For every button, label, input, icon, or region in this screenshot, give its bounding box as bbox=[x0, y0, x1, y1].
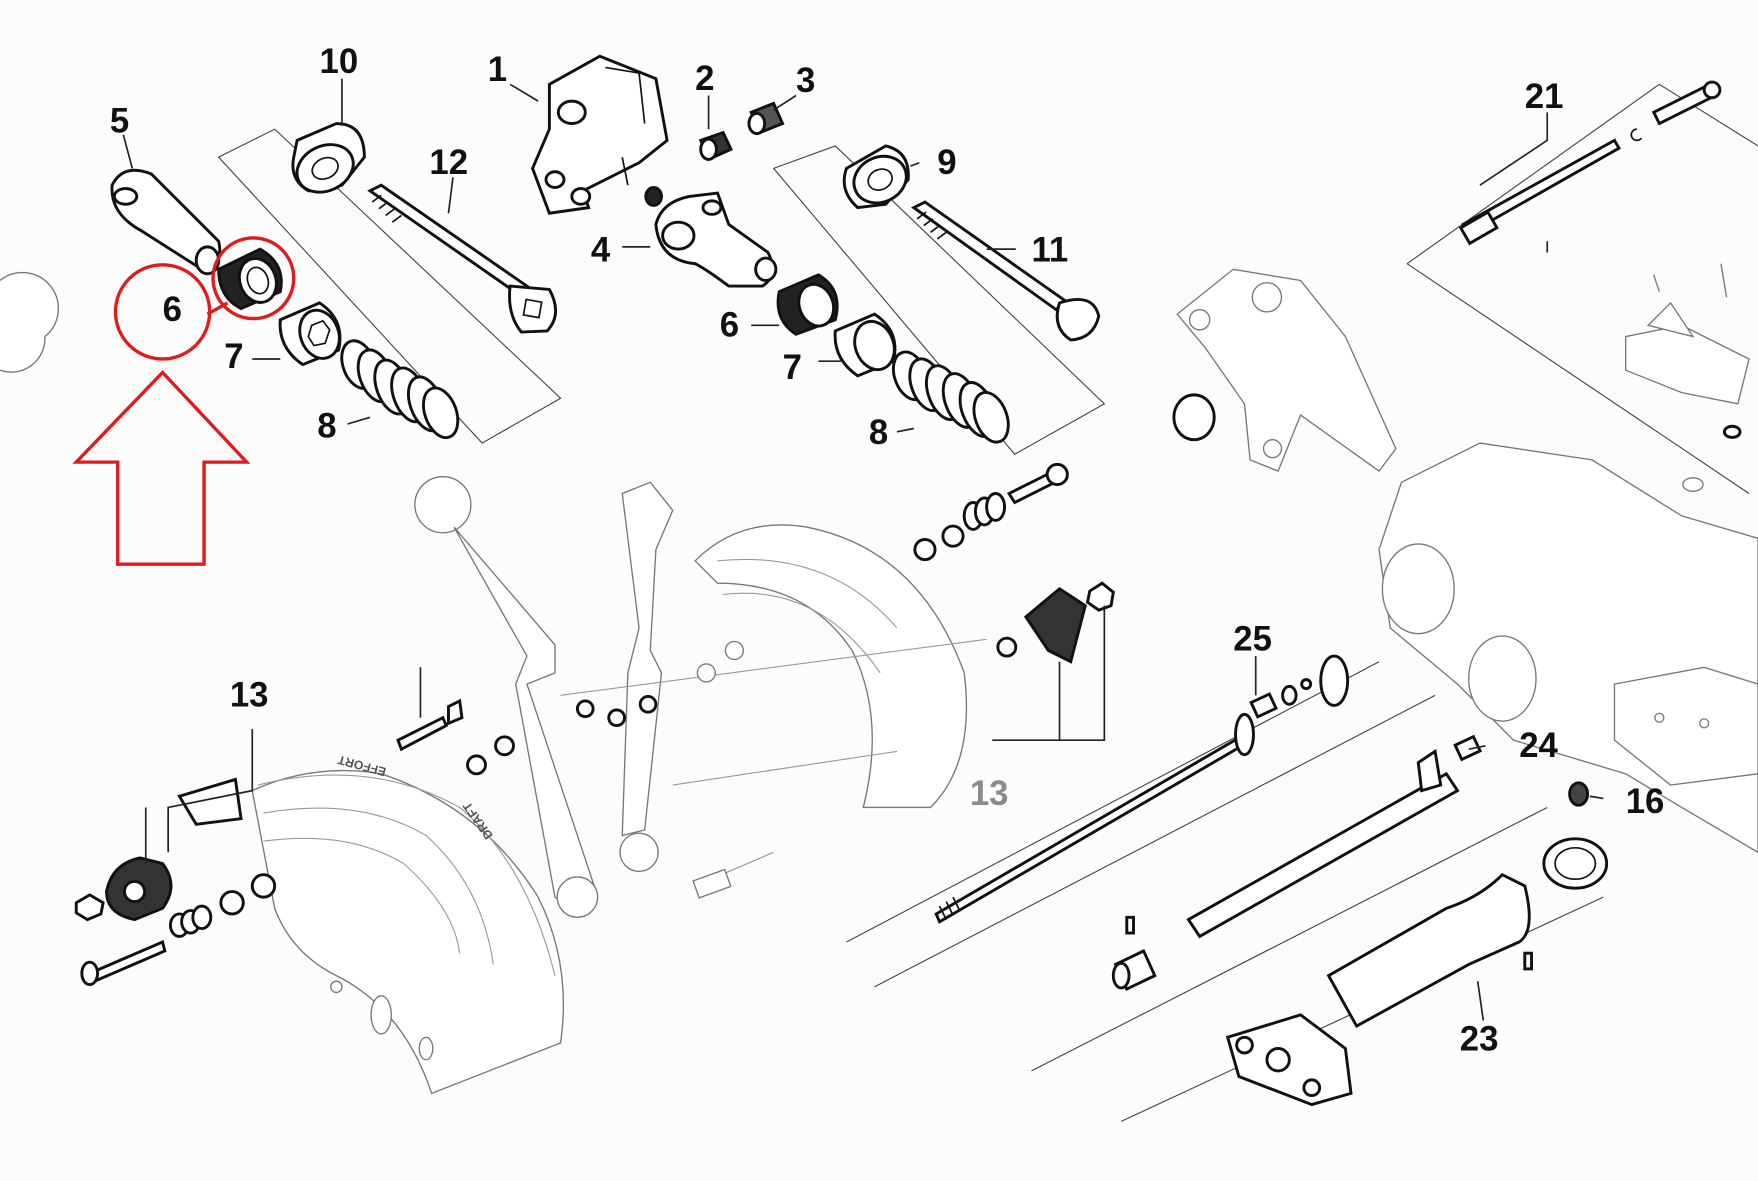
part-12-pin[interactable] bbox=[367, 183, 557, 334]
callout-1: 1 bbox=[488, 51, 507, 89]
part-8-spring-right[interactable] bbox=[887, 347, 1014, 447]
callout-21: 21 bbox=[1525, 78, 1564, 116]
callout-5: 5 bbox=[110, 103, 129, 141]
nuts-and-washers-middle bbox=[575, 640, 745, 728]
callout-9: 9 bbox=[937, 144, 956, 182]
leader-lines bbox=[122, 78, 1604, 1021]
control-lever-right[interactable] bbox=[619, 481, 674, 873]
group-frame-21 bbox=[1406, 83, 1758, 494]
highlight-circle-part bbox=[211, 236, 296, 321]
highlight-annotation bbox=[72, 236, 296, 566]
quadrant-plate-rear bbox=[694, 524, 968, 809]
part-4-clevis[interactable] bbox=[654, 191, 778, 288]
callout-8-left: 8 bbox=[317, 407, 336, 445]
shafts-faint bbox=[560, 638, 987, 899]
part-10-bushing[interactable] bbox=[289, 122, 366, 201]
callout-6-highlighted: 6 bbox=[163, 291, 182, 329]
lift-arm[interactable] bbox=[1172, 268, 1397, 473]
part-6-sleeve-highlighted[interactable] bbox=[217, 247, 283, 311]
group-frame-left bbox=[217, 128, 562, 444]
quadrant-plate-front: EFFORT DRAFT bbox=[251, 752, 565, 1095]
part-11-pin[interactable] bbox=[910, 200, 1101, 342]
callout-labels: 10 1 2 3 5 12 9 21 4 11 6 6 7 7 8 8 13 1… bbox=[110, 43, 1664, 1059]
group-frame-right bbox=[772, 145, 1106, 455]
part-9-bushing[interactable] bbox=[842, 144, 914, 211]
part-7-nut-right[interactable] bbox=[833, 312, 901, 378]
callout-25: 25 bbox=[1233, 620, 1272, 658]
quadrant-hardware-right[interactable] bbox=[913, 462, 1115, 742]
control-lever-left[interactable] bbox=[414, 476, 599, 918]
callout-13-right: 13 bbox=[970, 775, 1009, 813]
callout-7-left: 7 bbox=[224, 338, 243, 376]
part-3-bushing[interactable] bbox=[747, 101, 785, 136]
highlight-arrow-up-icon bbox=[72, 369, 251, 566]
highlight-connector bbox=[206, 301, 229, 316]
callout-13-left: 13 bbox=[230, 677, 269, 715]
callout-2: 2 bbox=[695, 60, 714, 98]
valve-housing bbox=[1378, 263, 1758, 854]
shaft-assembly-25[interactable] bbox=[846, 654, 1436, 988]
callout-10: 10 bbox=[320, 43, 359, 81]
callout-24: 24 bbox=[1519, 727, 1558, 765]
part-8-spring-left[interactable] bbox=[336, 336, 465, 442]
part-ball[interactable] bbox=[644, 185, 663, 207]
callout-6: 6 bbox=[720, 307, 739, 345]
callout-16: 16 bbox=[1626, 783, 1665, 821]
callout-8-right: 8 bbox=[869, 414, 888, 452]
callout-23: 23 bbox=[1460, 1021, 1499, 1059]
quadrant-hardware-left[interactable] bbox=[74, 667, 515, 987]
part-5-clevis[interactable] bbox=[110, 168, 222, 276]
part-21-rod[interactable] bbox=[1458, 80, 1722, 246]
part-1-bracket[interactable] bbox=[530, 54, 669, 215]
callout-3: 3 bbox=[796, 62, 815, 100]
callout-12: 12 bbox=[429, 144, 468, 182]
part-7-nut-left[interactable] bbox=[278, 301, 346, 367]
callout-4: 4 bbox=[591, 231, 611, 269]
part-2-bushing[interactable] bbox=[698, 130, 733, 162]
callout-7-right: 7 bbox=[783, 349, 802, 387]
callout-11: 11 bbox=[1031, 231, 1068, 269]
part-6-sleeve-right[interactable] bbox=[776, 273, 839, 336]
edge-artifact bbox=[0, 271, 59, 373]
part-16-plug[interactable] bbox=[1568, 781, 1590, 807]
part-23-shaft[interactable] bbox=[1225, 837, 1609, 1107]
